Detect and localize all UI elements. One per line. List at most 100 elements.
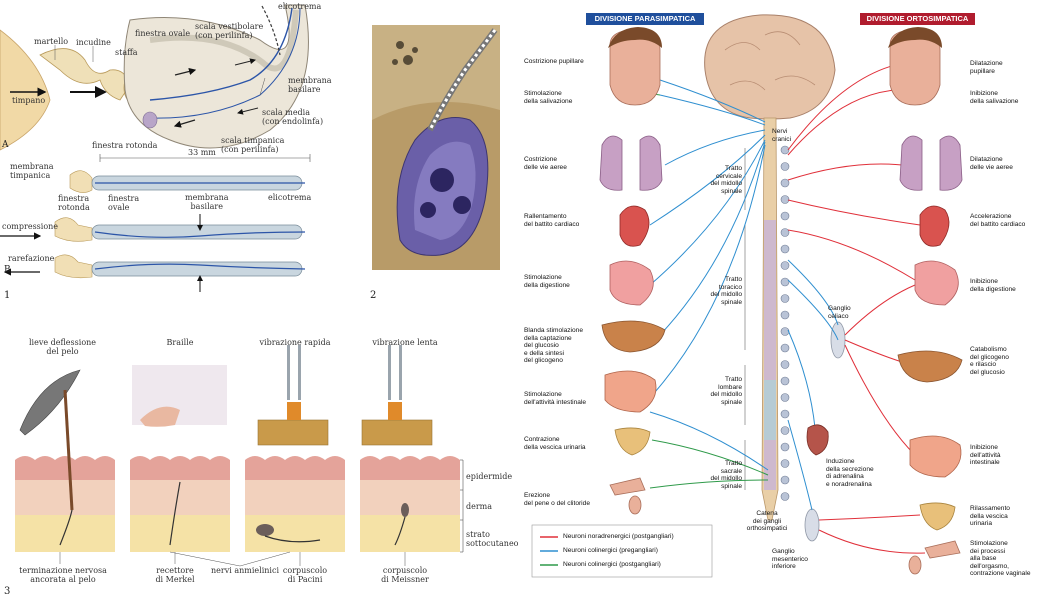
right-effect-7: Rilassamento della vescica urinaria [970,505,1010,528]
label-tratto-cervicale: Tratto cervicale del midollo spinale [710,165,742,195]
organ-bladder-right [919,502,956,531]
right-effect-4: Inibizione della digestione [970,278,1016,293]
legend-box [531,524,713,578]
unrolled-cochlea-3 [3,254,306,292]
left-effect-4: Stimolazione della digestione [524,274,570,289]
skin-block-4 [360,456,460,552]
header-ortosimpatica: DIVISIONE ORTOSIMPATICA [860,13,975,25]
header-vibrazione-rapida: vibrazione rapida [259,338,331,347]
header-vibrazione-lenta: vibrazione lenta [372,338,438,347]
header-braille: Braille [166,338,194,347]
label-nervi-anmielinici: nervi anmielinici [211,566,279,575]
label-length: 33 mm [188,148,216,157]
label-finestra-rotonda: finestra rotonda [92,141,158,150]
chain-ganglion [780,261,790,270]
chain-ganglion [780,393,790,402]
organ-intestine-left [604,370,657,413]
label-membrana-basilare: membrana basilare [288,76,332,94]
organ-lungs-left [599,135,663,191]
panel-number-1: 1 [4,290,11,301]
nerve-path [787,329,816,429]
organ-stomach-right [914,260,959,306]
right-effect-6: Inibizione dell'attività intestinale [970,444,1001,467]
label-finestra-ovale-b: finestra ovale [108,194,140,212]
skin-block-1 [15,389,115,552]
label-terminazione: terminazione nervosa ancorata al pelo [19,566,107,584]
nerve-path [649,139,766,286]
nerve-path [649,479,769,489]
label-finestra-rotonda-b: finestra rotonda [58,194,90,212]
header-deflessione: lieve deflessione del pelo [28,338,97,356]
nerve-path [844,339,903,363]
label-martello: martello [34,37,69,46]
nerve-path [659,79,766,123]
left-effect-1: Stimolazione della salivazione [524,90,573,105]
organ-head-left [608,27,662,106]
skin-block-2 [130,456,230,552]
left-effect-0: Costrizione pupillare [524,58,584,65]
cochlea-drawing [0,4,311,292]
right-effect-5: Catabolismo del glicogeno e rilascio del… [970,346,1009,376]
label-nervi-cranici: Nervi cranici [772,128,792,143]
chain-ganglion [780,459,790,468]
label-sub-a: A [2,140,9,150]
label-tratto-sacrale: Tratto sacrale del midollo spinale [710,460,742,490]
organ-genital-left [609,477,646,515]
panel-implant: 2 [370,0,510,301]
nerve-path [787,163,903,181]
unrolled-cochlea-2 [0,214,306,242]
nerve-path [787,279,839,341]
panel-ans: DIVISIONE PARASIMPATICA DIVISIONE ORTOSI… [510,0,1050,600]
nerve-path [649,411,769,471]
sympathetic-chain [780,145,790,501]
label-tratto-lombare: Tratto lombare del midollo spinale [710,376,742,406]
layer-derma: derma [466,502,493,511]
chain-ganglion [780,228,790,237]
organ-heart-left [619,205,650,247]
chain-ganglion [780,475,790,485]
label-finestra-ovale: finestra ovale [135,29,191,38]
label-sub-b: B [4,265,11,275]
nerve-paths [639,64,926,554]
organ-stomach-left [609,260,654,306]
organ-head-right [888,27,942,106]
header-parasimpatica: DIVISIONE PARASIMPATICA [586,13,704,25]
right-effect-1: Inibizione della salivazione [970,90,1019,105]
nerve-path [654,144,766,393]
ans-drawing [531,14,963,578]
organ-genital-right [908,540,961,575]
right-effect-3: Accelerazione del battito cardiaco [970,213,1026,228]
layer-sottocutaneo: strato sottocutaneo [466,530,519,548]
label-pacini: corpuscolo di Pacini [282,566,328,584]
nerve-path [659,94,766,126]
label-rarefazione: rarefazione [8,254,55,263]
label-elicotrema: elicotrema [278,2,322,11]
label-induzione: Induzione della secrezione di adrenalina… [826,458,874,488]
chain-ganglion [780,442,790,452]
nerve-path [664,129,766,166]
legend-label-2: Neuroni colinergici (postgangliari) [563,561,661,568]
label-catena-gangli: Catena dei gangli orthosimpatici [746,510,788,533]
organ-liver-left [601,320,666,353]
left-effect-5: Blanda stimolazione della captazione del… [524,327,584,365]
nerve-path [659,141,766,336]
panel-skin: lieve deflessione del pelo Braille vibra… [0,330,519,600]
nerve-path [844,344,916,456]
label-scala-timpanica: scala timpanica (con perilinfa) [221,136,285,154]
organ-liver-right [897,350,963,383]
right-effect-0: Dilatazione pupillare [970,60,1003,75]
chain-ganglion [780,492,790,501]
left-effect-6: Stimolazione dell'attività intestinale [524,391,587,406]
label-compressione: compressione [2,222,59,231]
nerve-path [818,514,921,521]
nerve-path [651,439,769,476]
legend-label-0: Neuroni noradrenergici (postgangliari) [563,533,674,540]
label-scala-media: scala media (con endolinfa) [262,108,324,126]
left-effect-2: Costrizione delle vie aeree [524,156,567,171]
chain-ganglion [780,426,790,435]
right-effect-8: Stimolazione dei processi alla base dell… [970,540,1031,578]
chain-ganglion [780,310,790,320]
skin-block-3 [245,456,345,552]
chain-ganglion [780,244,790,254]
